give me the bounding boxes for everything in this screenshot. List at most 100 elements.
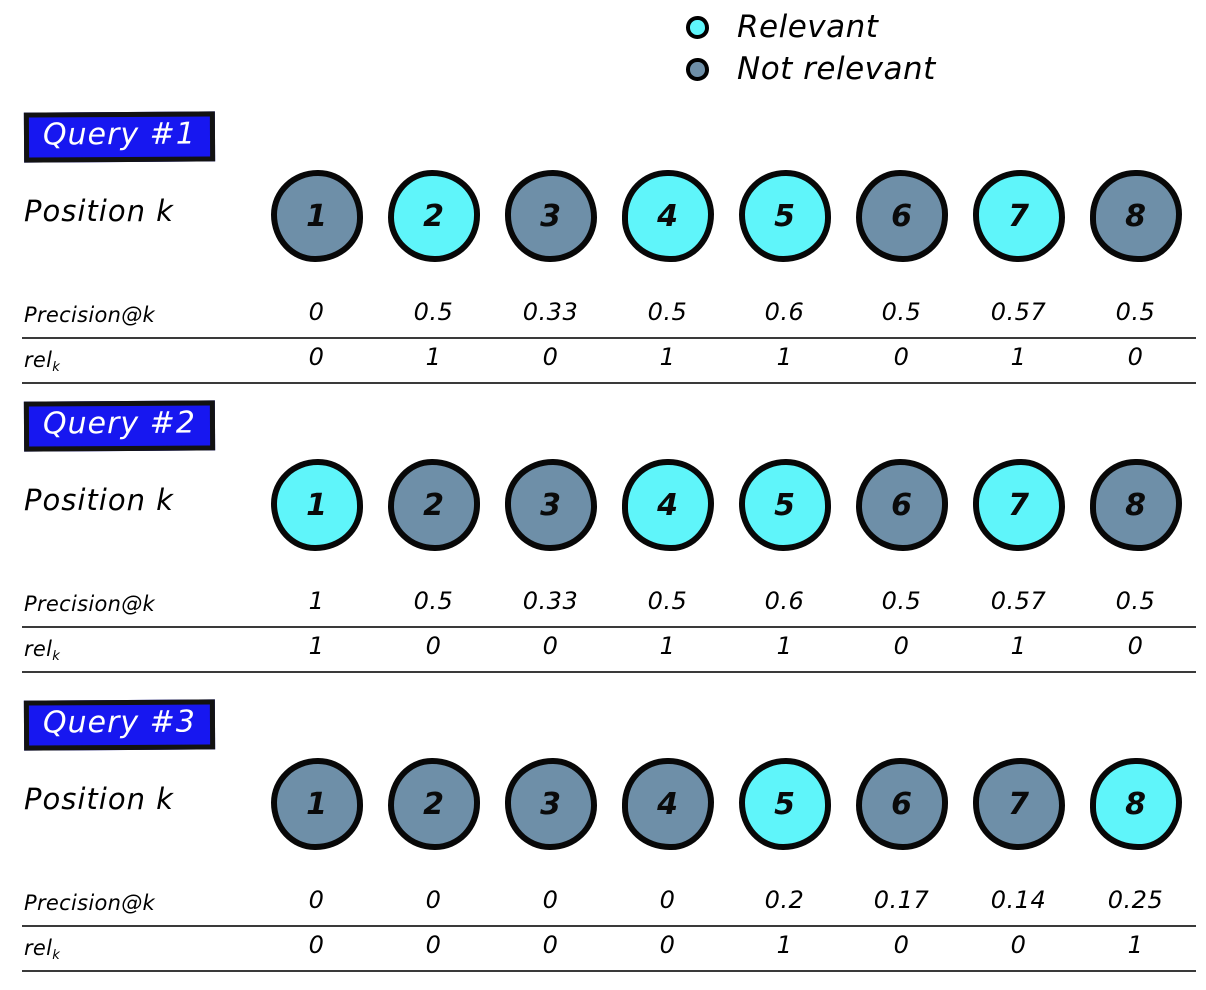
position-circle[interactable]: 2	[387, 758, 480, 850]
position-cell: 3	[492, 459, 609, 551]
row-divider	[22, 671, 1196, 673]
position-cell: 5	[726, 459, 843, 551]
rel-value: 1	[659, 343, 676, 371]
position-circle[interactable]: 7	[972, 170, 1065, 262]
precision-value: 0	[308, 886, 325, 914]
position-circle[interactable]: 1	[270, 758, 363, 850]
position-cell: 3	[492, 758, 609, 850]
precision-value: 0.2	[764, 886, 805, 914]
precision-value: 0.6	[764, 587, 805, 615]
rel-value: 0	[425, 632, 442, 660]
precision-row-label: Precision@k	[24, 303, 155, 327]
position-circle[interactable]: 4	[621, 459, 714, 551]
rel-value: 1	[1127, 931, 1144, 959]
rel-value: 0	[425, 931, 442, 959]
position-circle[interactable]: 7	[972, 459, 1065, 551]
position-circle[interactable]: 2	[387, 459, 480, 551]
position-circle[interactable]: 6	[855, 758, 948, 850]
position-circle[interactable]: 4	[621, 758, 714, 850]
precision-value: 0.5	[647, 298, 688, 326]
position-circle[interactable]: 4	[621, 170, 714, 262]
rel-value: 1	[308, 632, 325, 660]
position-circle[interactable]: 1	[270, 170, 363, 262]
position-circle[interactable]: 6	[855, 459, 948, 551]
position-circle[interactable]: 1	[270, 459, 363, 551]
rel-label-base: rel	[24, 936, 53, 960]
rel-label-base: rel	[24, 637, 53, 661]
rel-label-base: rel	[24, 348, 53, 372]
rel-value: 1	[659, 632, 676, 660]
position-row-label: Position k	[24, 194, 174, 228]
precision-value: 0	[425, 886, 442, 914]
precision-value: 0.33	[522, 587, 579, 615]
rel-row-label: relk	[24, 637, 60, 664]
precision-value: 0.57	[990, 587, 1047, 615]
precision-value: 0	[308, 298, 325, 326]
precision-value: 0.5	[1115, 587, 1156, 615]
position-circle[interactable]: 2	[387, 170, 480, 262]
precision-value: 0.6	[764, 298, 805, 326]
position-circle[interactable]: 5	[738, 758, 831, 850]
rel-value: 0	[893, 632, 910, 660]
rel-value: 0	[542, 343, 559, 371]
position-cell: 4	[609, 758, 726, 850]
legend-label-not-relevant: Not relevant	[737, 51, 936, 87]
position-cell: 6	[843, 459, 960, 551]
legend-item-relevant: Relevant	[686, 9, 936, 45]
relevant-swatch-icon	[686, 15, 709, 39]
rel-value: 1	[776, 343, 793, 371]
rel-value: 1	[776, 632, 793, 660]
position-circle[interactable]: 8	[1089, 758, 1182, 850]
position-circle[interactable]: 5	[738, 459, 831, 551]
position-circle[interactable]: 7	[972, 758, 1065, 850]
position-circle[interactable]: 3	[504, 459, 597, 551]
position-cell: 1	[258, 758, 375, 850]
position-circle[interactable]: 3	[504, 758, 597, 850]
position-cell: 7	[960, 758, 1077, 850]
rel-value: 0	[542, 632, 559, 660]
position-cell: 2	[375, 758, 492, 850]
precision-value: 0.5	[413, 587, 454, 615]
position-circle[interactable]: 3	[504, 170, 597, 262]
position-circle[interactable]: 8	[1089, 170, 1182, 262]
row-divider	[22, 626, 1196, 628]
precision-value: 0.57	[990, 298, 1047, 326]
position-circle[interactable]: 5	[738, 170, 831, 262]
position-circle[interactable]: 8	[1089, 459, 1182, 551]
position-cell: 2	[375, 170, 492, 262]
rel-row-label: relk	[24, 936, 60, 963]
precision-value: 0.5	[881, 298, 922, 326]
precision-value: 0	[659, 886, 676, 914]
rel-row-label: relk	[24, 348, 60, 375]
rel-value: 0	[893, 931, 910, 959]
position-cell: 8	[1077, 459, 1194, 551]
row-divider	[22, 337, 1196, 339]
rel-value: 0	[542, 931, 559, 959]
row-divider	[22, 925, 1196, 927]
rel-value: 0	[1010, 931, 1027, 959]
position-cell: 4	[609, 459, 726, 551]
query-title-badge: Query #3	[23, 699, 216, 751]
query-title-badge: Query #1	[23, 111, 216, 163]
position-cell: 7	[960, 170, 1077, 262]
precision-value: 0.5	[647, 587, 688, 615]
precision-value: 0.5	[413, 298, 454, 326]
position-circle[interactable]: 6	[855, 170, 948, 262]
rel-value: 1	[1010, 632, 1027, 660]
precision-value: 1	[308, 587, 325, 615]
not-relevant-swatch-icon	[686, 57, 709, 81]
rel-value: 0	[1127, 343, 1144, 371]
position-cell: 8	[1077, 758, 1194, 850]
position-row-label: Position k	[24, 782, 174, 816]
precision-value: 0.5	[1115, 298, 1156, 326]
query-title-badge: Query #2	[23, 400, 216, 452]
position-cell: 3	[492, 170, 609, 262]
rel-value: 0	[1127, 632, 1144, 660]
